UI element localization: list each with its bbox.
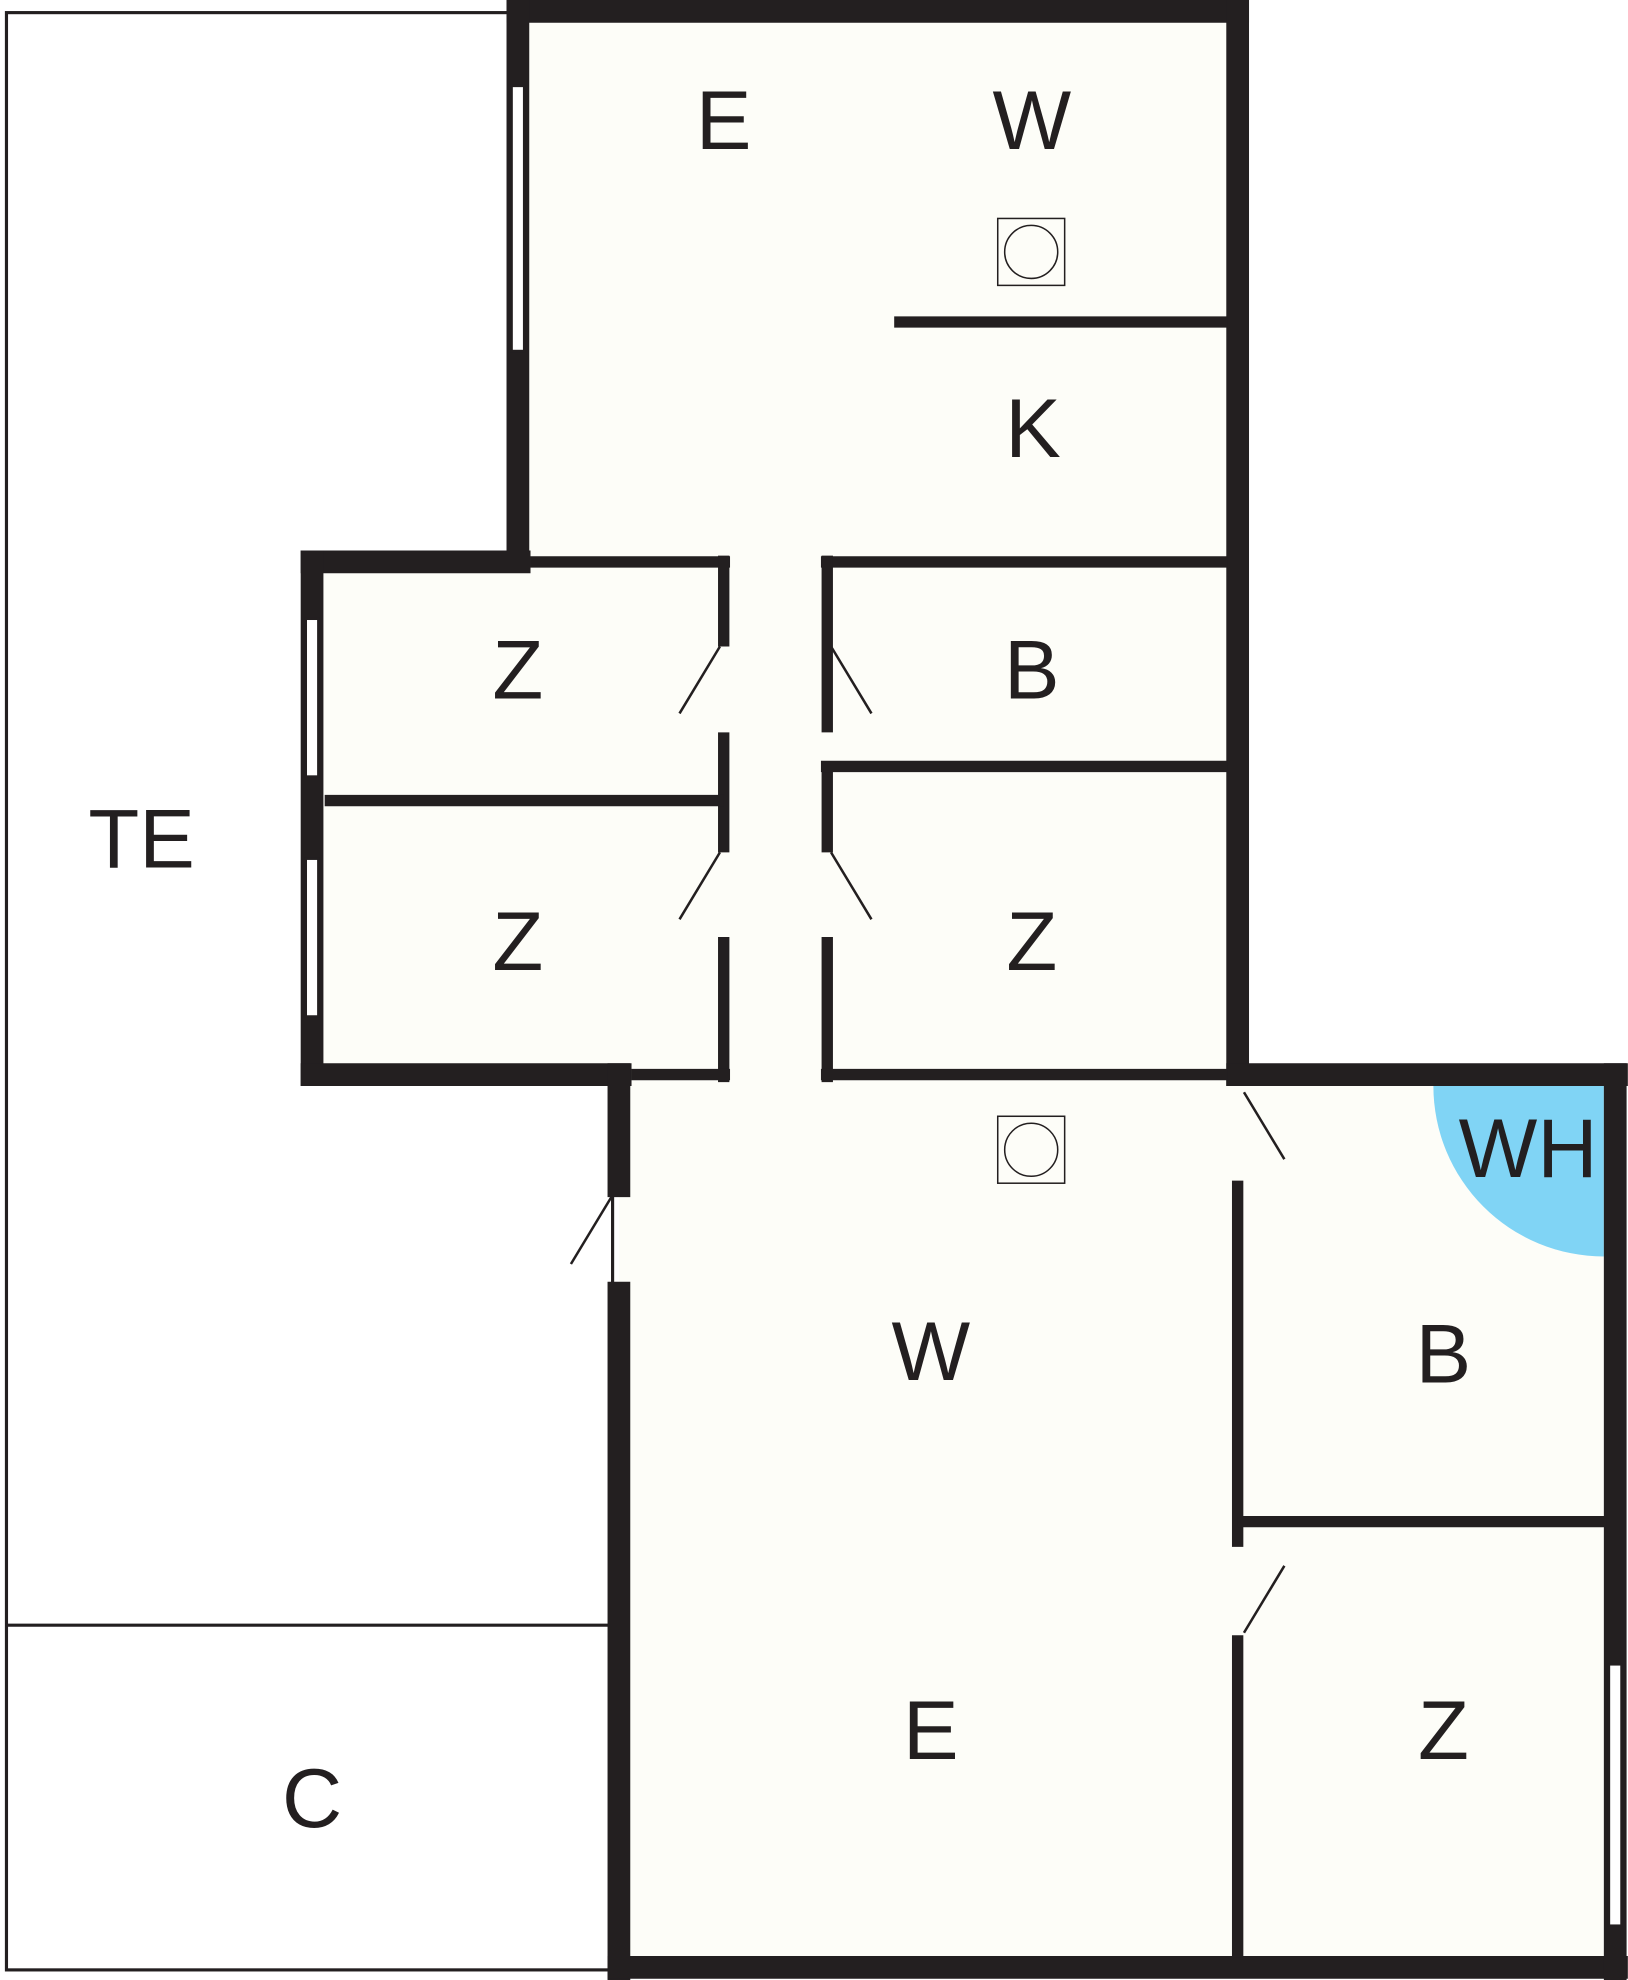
window	[1607, 1663, 1623, 1927]
windows	[304, 84, 1623, 1927]
room-label-b2: B	[1416, 1308, 1472, 1401]
room-label-w-mid: W	[891, 1305, 970, 1398]
drain-fixture	[996, 1115, 1066, 1184]
room-label-b1: B	[1004, 623, 1060, 716]
room-label-z2: Z	[492, 895, 543, 988]
interior-walls	[324, 316, 1607, 1958]
room-label-z4: Z	[1418, 1684, 1469, 1777]
room-label-wh: WH	[1459, 1102, 1598, 1195]
room-label-w-top: W	[992, 74, 1071, 167]
water-heater-zone	[1433, 1085, 1604, 1257]
window	[304, 857, 320, 1018]
room-label-te: TE	[88, 793, 194, 886]
window	[304, 617, 320, 778]
bedroom-block-floor	[312, 561, 729, 1075]
floor-areas	[4, 11, 1616, 1972]
drain-fixture	[996, 217, 1066, 287]
room-label-z3: Z	[1006, 895, 1057, 988]
room-label-e-bottom: E	[903, 1684, 959, 1777]
room-label-z1: Z	[492, 623, 543, 716]
room-label-k: K	[1005, 382, 1061, 475]
doors	[569, 645, 1286, 1634]
room-label-c: C	[282, 1752, 342, 1845]
window	[510, 84, 526, 353]
room-label-e-top: E	[696, 74, 752, 167]
